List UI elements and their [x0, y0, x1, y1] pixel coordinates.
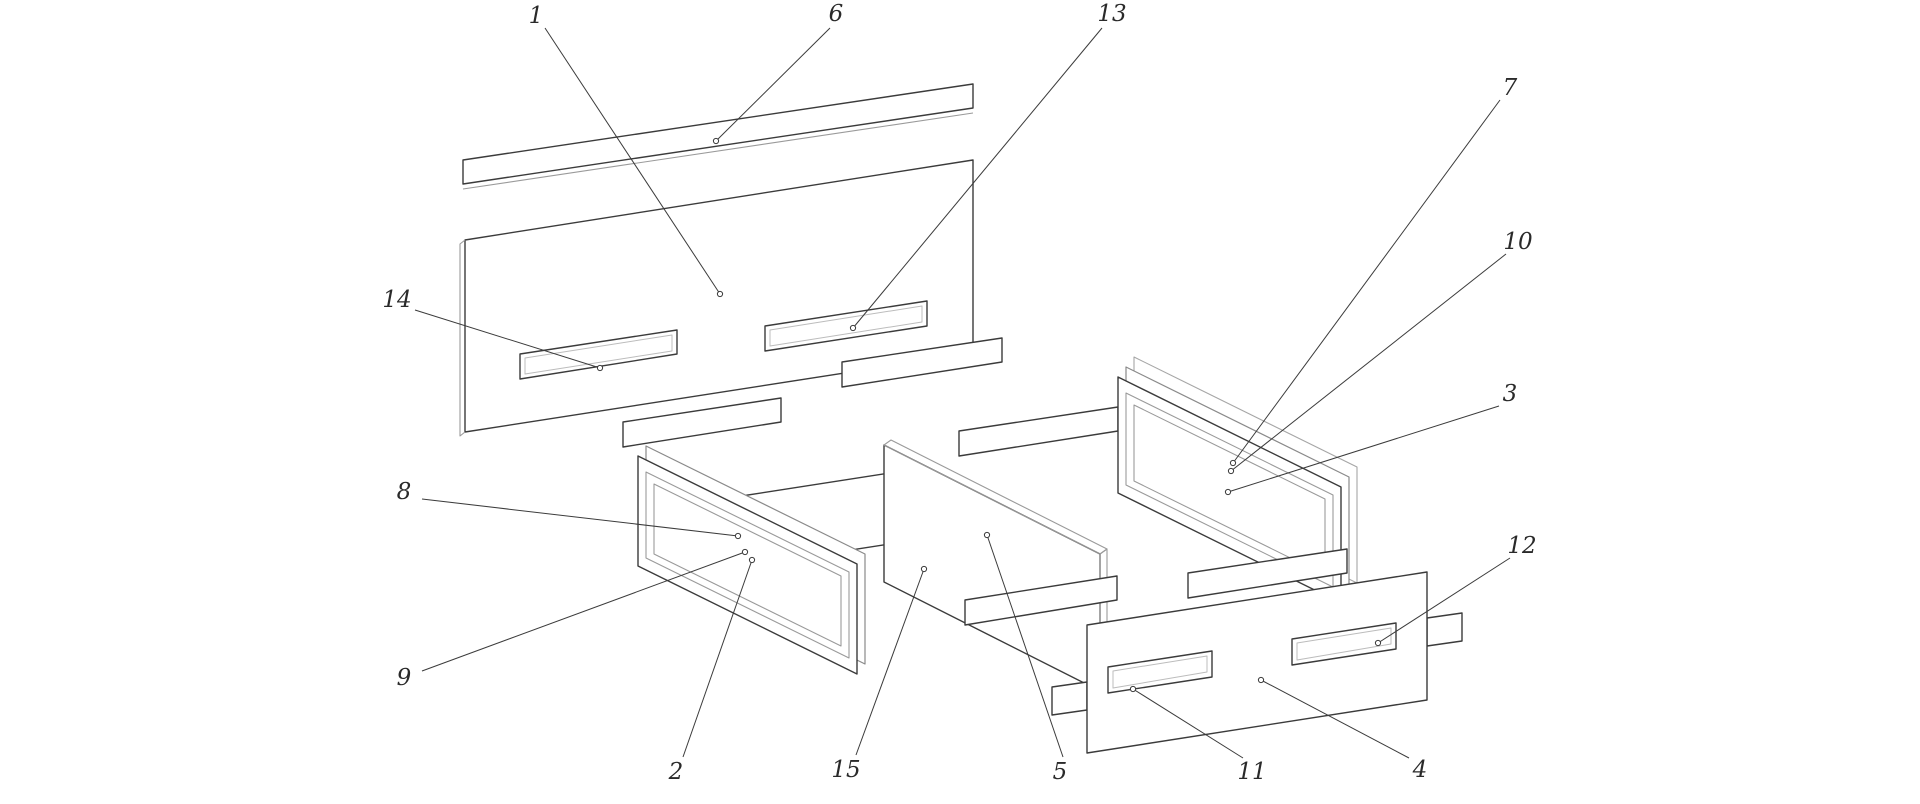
left-drawer-side-panel-frame-outer [645, 471, 850, 659]
part-label-5: 5 [1053, 759, 1068, 785]
leader-line-6 [715, 27, 831, 142]
part-label-9: 9 [397, 665, 412, 691]
leader-line-7 [1232, 99, 1501, 464]
leader-dot-9 [741, 548, 749, 556]
leader-dot-2 [748, 556, 756, 564]
leader-dot-4 [1257, 676, 1265, 684]
leader-line-3 [1227, 405, 1500, 493]
part-label-10: 10 [1503, 229, 1532, 255]
leader-dot-14 [596, 364, 604, 372]
part-label-8: 8 [397, 479, 412, 505]
part-lower-rail-right [1187, 548, 1348, 599]
front-panel-slot-right-inner [1296, 627, 1392, 661]
leader-dot-13 [849, 324, 857, 332]
left-drawer-side-panel-frame-inner [653, 483, 842, 647]
part-label-2: 2 [668, 759, 684, 785]
leader-dot-1 [716, 290, 724, 298]
back-panel-slot-left-inner [524, 334, 673, 375]
leader-dot-12 [1374, 639, 1382, 647]
leader-dot-5 [983, 531, 991, 539]
part-label-1: 1 [529, 3, 544, 29]
part-upper-rail-left [622, 397, 782, 448]
part-label-4: 4 [1412, 757, 1428, 783]
part-label-13: 13 [1097, 1, 1126, 27]
back-panel-slot-left [519, 329, 678, 380]
leader-line-15 [855, 568, 925, 756]
leader-line-14 [414, 309, 601, 369]
leader-dot-8 [734, 532, 742, 540]
part-label-12: 12 [1507, 533, 1536, 559]
part-label-14: 14 [382, 287, 411, 313]
part-divider-panel [883, 444, 1101, 692]
leader-line-2 [682, 559, 753, 758]
front-panel-tab-left [1051, 681, 1088, 716]
back-panel-slot-right-inner [769, 305, 923, 347]
leader-line-12 [1377, 557, 1511, 644]
leader-dot-3 [1224, 488, 1232, 496]
annotation-layer: 1 6 13 7 10 3 14 8 9 2 15 5 11 4 12 [382, 1, 1536, 785]
leader-line-4 [1260, 679, 1410, 759]
front-panel-slot-left-inner [1112, 655, 1208, 689]
left-drawer-side-panel [637, 455, 858, 675]
part-front-panel [1086, 571, 1428, 754]
part-label-3: 3 [1503, 381, 1518, 407]
part-label-6: 6 [829, 1, 844, 27]
leader-dot-15 [920, 565, 928, 573]
back-panel-slot-right [764, 300, 928, 352]
leader-line-11 [1132, 688, 1244, 759]
leader-line-1 [544, 27, 721, 295]
leader-line-10 [1230, 253, 1507, 472]
leader-dot-7 [1229, 459, 1237, 467]
front-panel-slot-left [1107, 650, 1213, 694]
leader-dot-11 [1129, 685, 1137, 693]
part-back-panel-thickness-edge [459, 239, 466, 437]
leader-line-5 [986, 534, 1064, 758]
leader-dot-6 [712, 137, 720, 145]
part-label-11: 11 [1237, 759, 1266, 785]
part-label-15: 15 [831, 757, 860, 783]
right-drawer-back-rail [958, 406, 1119, 457]
part-upper-rail-right [841, 337, 1003, 388]
leader-line-13 [852, 27, 1103, 329]
part-top-rail [462, 83, 974, 185]
front-panel-slot-right [1291, 622, 1397, 666]
leader-line-9 [421, 551, 746, 672]
part-label-7: 7 [1503, 75, 1518, 101]
part-lower-rail-left [964, 575, 1118, 626]
front-panel-tab-right [1426, 612, 1463, 647]
leader-line-8 [421, 498, 739, 537]
leader-dot-10 [1227, 467, 1235, 475]
part-top-rail-thickness-edge [462, 112, 974, 190]
